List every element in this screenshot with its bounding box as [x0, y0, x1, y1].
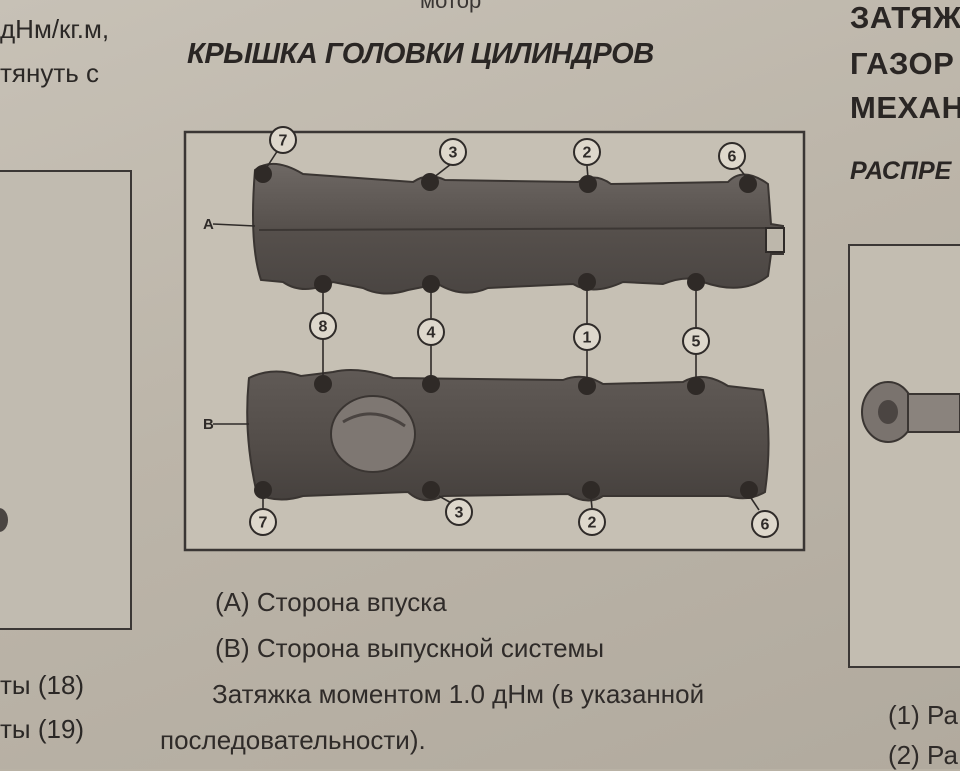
left-text-bottom-2: ты (19) [0, 714, 85, 744]
cover-diagram-svg: 7 3 2 6 8 4 1 5 7 3 2 6 A B [183, 126, 806, 552]
bottom-bolt-number-1: 7 [259, 515, 268, 532]
top-bolt-number-2: 3 [449, 145, 458, 162]
top-bolt-number-4: 6 [728, 149, 737, 166]
right-title-line-1: ЗАТЯЖ [850, 0, 960, 35]
middle-bolt-number-3: 1 [583, 330, 592, 347]
middle-bolt-number-1: 8 [319, 319, 328, 336]
leader-lines [212, 149, 760, 511]
caption-intake-side: (A) Сторона впуска [215, 587, 447, 617]
middle-bolt-number-4: 5 [692, 334, 701, 351]
right-title-line-3: МЕХАН [850, 90, 960, 125]
right-item-1: (1) Ра [888, 700, 958, 730]
bottom-bolt-number-3: 2 [588, 515, 597, 532]
camshaft-fragment-icon [861, 381, 960, 443]
oil-filler-cap-icon [330, 395, 416, 473]
top-fragment-text: мотор [420, 0, 482, 13]
left-text-bottom-1: ты (18) [0, 670, 85, 700]
caption-torque-line-2: последовательности). [160, 725, 426, 755]
top-bolt-number-1: 7 [279, 133, 288, 150]
bottom-bolt-number-2: 3 [455, 505, 464, 522]
left-text-line-1: дНм/кг.м, [0, 14, 110, 44]
section-title: КРЫШКА ГОЛОВКИ ЦИЛИНДРОВ [187, 38, 654, 70]
intake-cover-seam [258, 227, 770, 231]
right-title-line-2: ГАЗОР [850, 46, 955, 81]
left-figure-fragment [0, 508, 8, 532]
right-item-2: (2) Ра [888, 740, 958, 770]
caption-torque-line-1: Затяжка моментом 1.0 дНм (в указанной [212, 679, 705, 709]
caption-exhaust-side: (B) Сторона выпускной системы [215, 633, 605, 663]
right-figure-frame [848, 244, 960, 668]
number-circles [249, 126, 779, 538]
figure-label-b: B [203, 416, 214, 433]
oil-filler-cap-detail [342, 412, 406, 428]
intake-cover-tab [765, 227, 785, 253]
left-figure-frame [0, 170, 132, 630]
cylinder-head-cover-figure: 7 3 2 6 8 4 1 5 7 3 2 6 A B [183, 104, 806, 552]
left-text-line-2: тянуть с [0, 58, 100, 88]
bolt-markers [254, 165, 758, 499]
top-bolt-number-3: 2 [583, 145, 592, 162]
right-subtitle: РАСПРЕ [850, 157, 952, 185]
bottom-bolt-number-4: 6 [761, 517, 770, 534]
figure-label-a: A [203, 216, 214, 233]
middle-bolt-number-2: 4 [427, 325, 436, 342]
